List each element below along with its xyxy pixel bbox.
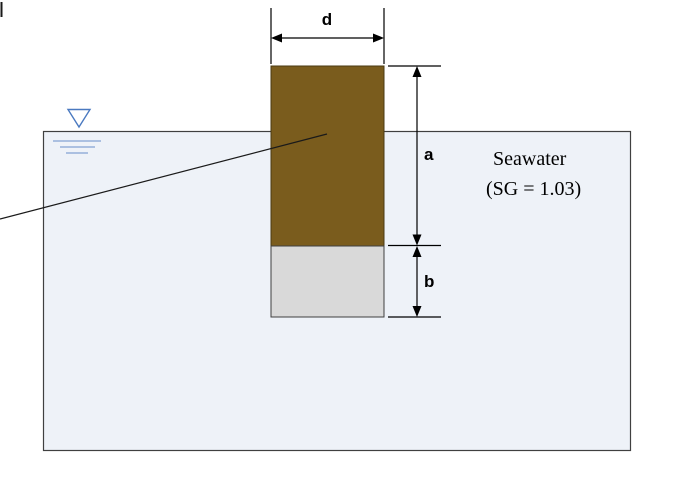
dimension-b-label: b bbox=[424, 272, 434, 291]
arrowhead-right-icon bbox=[373, 33, 384, 43]
dimension-a-label: a bbox=[424, 145, 434, 164]
dimension-b bbox=[388, 252, 441, 318]
dimension-a bbox=[388, 65, 441, 247]
water-surface-ripples-icon bbox=[53, 140, 101, 154]
arrowhead-up-icon bbox=[412, 66, 422, 77]
water-surface-symbol-icon bbox=[66, 108, 92, 129]
dimension-d-label: d bbox=[322, 10, 332, 29]
arrowhead-up-icon bbox=[412, 246, 422, 257]
fluid-property-label: (SG = 1.03) bbox=[486, 178, 581, 200]
arrowhead-left-icon bbox=[271, 33, 282, 43]
block-lower bbox=[270, 245, 385, 318]
leader-line bbox=[0, 133, 328, 220]
block-upper bbox=[270, 65, 385, 247]
dimension-d bbox=[270, 8, 385, 64]
fluid-name-label: Seawater bbox=[493, 148, 567, 170]
arrowhead-down-icon bbox=[412, 234, 422, 246]
arrowhead-down-icon bbox=[412, 306, 422, 317]
